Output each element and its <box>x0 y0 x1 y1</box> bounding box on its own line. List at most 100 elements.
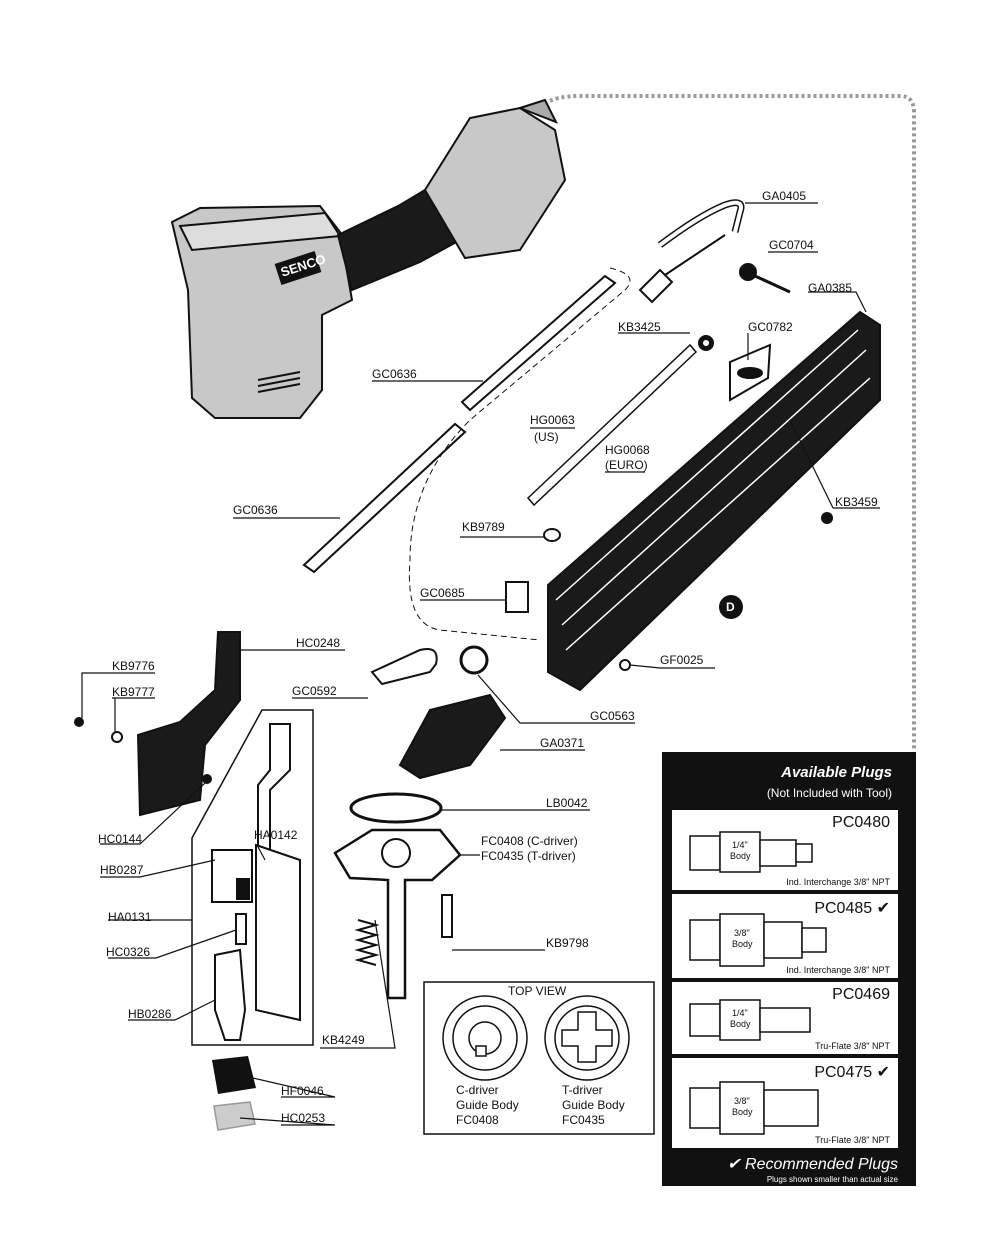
part-label-hc0248: HC0248 <box>296 636 341 650</box>
latch-hc0248 <box>136 631 241 817</box>
plugs-size-note: Plugs shown smaller than actual size <box>766 1175 898 1184</box>
part-label-fc0435: FC0435 (T-driver) <box>481 849 576 863</box>
washer-kb9777 <box>111 731 123 743</box>
part-label-gc0636-bottom: GC0636 <box>233 503 278 517</box>
plug-card: PC0485 ✔ 3/8" Body Ind. Interchange 3/8"… <box>672 894 898 978</box>
plug-body-size: 3/8" <box>734 1096 750 1106</box>
t-driver-caption-line1: T-driver <box>562 1083 603 1097</box>
plugs-panel-subtitle: (Not Included with Tool) <box>766 786 892 800</box>
part-label-gc0704: GC0704 <box>769 238 814 252</box>
fitting <box>638 268 674 304</box>
plug-icon <box>689 1081 819 1135</box>
screw-kb9776 <box>74 717 84 727</box>
cap-ga0371 <box>398 693 507 780</box>
spring-gc0592 <box>370 648 438 686</box>
part-label-ha0131: HA0131 <box>108 910 152 924</box>
t-driver-caption: T-driver Guide Body FC0435 <box>562 1083 625 1128</box>
part-label-hc0253: HC0253 <box>281 1111 326 1125</box>
plug-code: PC0469 <box>832 986 890 1003</box>
driver-blades <box>302 274 617 574</box>
part-label-kb4249: KB4249 <box>322 1033 365 1047</box>
plug-card: PC0475 ✔ 3/8" Body Tru-Flate 3/8" NPT <box>672 1058 898 1148</box>
screw-kb3459 <box>821 512 833 524</box>
part-label-kb3459: KB3459 <box>835 495 878 509</box>
plug-body-word: Body <box>730 1019 751 1029</box>
part-label-ga0385: GA0385 <box>808 281 853 295</box>
t-driver-caption-line2: Guide Body <box>562 1098 625 1112</box>
plug-body-size: 1/4" <box>732 1008 748 1018</box>
c-driver-caption-line3: FC0408 <box>456 1113 499 1127</box>
c-driver-caption-line2: Guide Body <box>456 1098 519 1112</box>
plug-body-size: 1/4" <box>732 840 748 850</box>
plug-desc: Tru-Flate 3/8" NPT <box>815 1135 890 1145</box>
plug-desc: Tru-Flate 3/8" NPT <box>815 1041 890 1051</box>
label-d: D <box>726 600 735 614</box>
part-label-kb9777: KB9777 <box>112 685 155 699</box>
plug-body-word: Body <box>730 851 751 861</box>
screw-gc0704 <box>739 263 791 294</box>
plug-body-word: Body <box>732 1107 753 1117</box>
part-label-kb9798: KB9798 <box>546 936 589 950</box>
screw-gf0025 <box>619 659 631 671</box>
tool-housing <box>170 98 567 419</box>
t-driver-caption-line3: FC0435 <box>562 1113 605 1127</box>
available-plugs-panel: Available Plugs (Not Included with Tool)… <box>662 752 916 1186</box>
plug-card: PC0469 1/4" Body Tru-Flate 3/8" NPT <box>672 982 898 1054</box>
plug-code: PC0485 ✔ <box>814 900 890 917</box>
plug-code: PC0480 <box>832 814 890 831</box>
c-driver-view <box>442 995 528 1081</box>
screw-kb9798 <box>441 894 453 938</box>
plug-card: PC0480 1/4" Body Ind. Interchange 3/8" N… <box>672 810 898 890</box>
plug-icon <box>689 831 813 873</box>
part-label-hc0326: HC0326 <box>106 945 151 959</box>
plug-icon <box>689 913 827 967</box>
bumper-gc0563 <box>459 645 489 675</box>
spring-kb4249 <box>354 919 380 966</box>
part-label-fc0408: FC0408 (C-driver) <box>481 834 578 848</box>
part-label-ga0371: GA0371 <box>540 736 585 750</box>
pin-hc0326 <box>235 913 247 945</box>
label-D-circle <box>719 595 743 619</box>
feed-strip <box>526 343 698 507</box>
part-hc0144 <box>202 774 212 784</box>
plug-desc: Ind. Interchange 3/8" NPT <box>786 965 890 975</box>
plug-body-word: Body <box>732 939 753 949</box>
plug-icon <box>689 999 811 1041</box>
part-label-hc0144: HC0144 <box>98 832 143 846</box>
part-label-hg0068-sub: (EURO) <box>605 458 648 472</box>
air-path-dotted-line <box>543 94 916 750</box>
part-label-gc0782: GC0782 <box>748 320 793 334</box>
part-label-kb9776: KB9776 <box>112 659 155 673</box>
clip-hf0046 <box>212 1056 256 1094</box>
pin-kb9789 <box>543 528 561 542</box>
magazine <box>547 310 881 692</box>
part-label-gc0685: GC0685 <box>420 586 465 600</box>
part-label-hf0046: HF0046 <box>281 1084 324 1098</box>
c-driver-caption-line1: C-driver <box>456 1083 499 1097</box>
guide-body <box>333 828 462 1000</box>
t-driver-view <box>544 995 630 1081</box>
plug-desc: Ind. Interchange 3/8" NPT <box>786 877 890 887</box>
part-label-ga0405: GA0405 <box>762 189 807 203</box>
plug-body-size: 3/8" <box>734 928 750 938</box>
clip-hc0253 <box>213 1101 256 1131</box>
pawl-box <box>191 709 314 1046</box>
leader-lines <box>81 202 880 1126</box>
hose-ga0405 <box>657 199 745 248</box>
part-label-hb0287: HB0287 <box>100 863 144 877</box>
part-label-kb9789: KB9789 <box>462 520 505 534</box>
part-label-lb0042: LB0042 <box>546 796 588 810</box>
plugs-panel-title: Available Plugs <box>781 764 892 781</box>
block-gc0685 <box>505 581 529 613</box>
part-label-hb0286: HB0286 <box>128 1007 172 1021</box>
plug-code: PC0475 ✔ <box>814 1064 890 1081</box>
c-driver-caption: C-driver Guide Body FC0408 <box>456 1083 519 1128</box>
part-label-kb3425: KB3425 <box>618 320 661 334</box>
oring-lb0042 <box>349 792 443 824</box>
part-label-hg0063-sub: (US) <box>534 430 559 444</box>
assembly-dashed-line <box>408 267 631 641</box>
part-label-gc0636-top: GC0636 <box>372 367 417 381</box>
part-label-gc0592: GC0592 <box>292 684 337 698</box>
